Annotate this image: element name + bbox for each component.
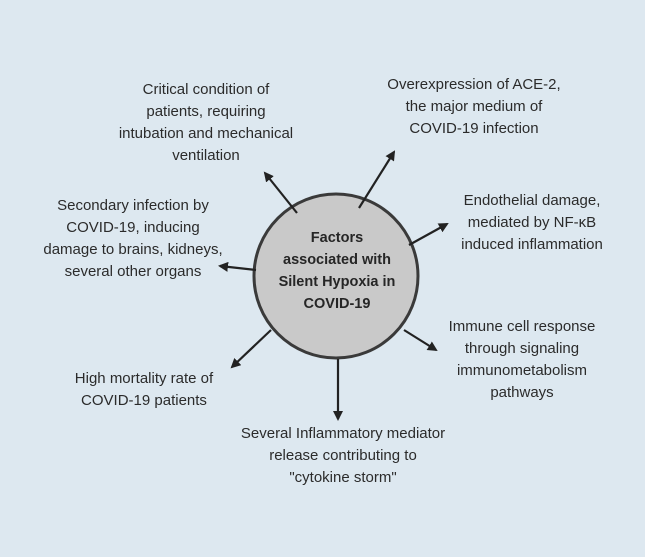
factor-line: release contributing to xyxy=(269,447,417,464)
factor-line: through signaling xyxy=(464,340,580,357)
factor-line: COVID-19 infection xyxy=(409,120,539,137)
factor-line: Critical condition of xyxy=(142,81,270,98)
factor-line: damage to brains, kidneys, xyxy=(43,241,223,258)
factor-line: pathways xyxy=(490,384,554,401)
arrow-critical-condition xyxy=(263,171,298,214)
factor-line: induced inflammation xyxy=(461,236,603,253)
central-title-line: COVID-19 xyxy=(303,296,371,312)
factor-line: COVID-19, inducing xyxy=(66,219,200,236)
factor-critical-condition: Critical condition of patients, requirin… xyxy=(100,79,312,167)
factor-line: Overexpression of ACE-2, xyxy=(387,76,561,93)
factor-high-mortality: High mortality rate of COVID-19 patients xyxy=(50,368,238,412)
arrow-ace2 xyxy=(358,150,396,209)
central-circle xyxy=(252,192,420,360)
factor-line: Immune cell response xyxy=(448,318,596,335)
factor-line: mediated by NF-κB xyxy=(467,214,597,231)
factor-ace2-overexpression: Overexpression of ACE-2, the major mediu… xyxy=(364,74,584,140)
arrow-immune-response xyxy=(403,329,438,352)
central-title-line: Silent Hypoxia in xyxy=(278,274,396,290)
factor-line: Secondary infection by xyxy=(57,197,209,214)
central-title-line: Factors xyxy=(310,230,364,246)
arrow-mortality xyxy=(230,329,272,369)
factor-line: intubation and mechanical xyxy=(118,125,294,142)
arrow-secondary-infection xyxy=(218,261,257,272)
central-title: Factors associated with Silent Hypoxia i… xyxy=(258,227,416,315)
factor-line: ventilation xyxy=(172,147,240,164)
factor-line: Several Inflammatory mediator xyxy=(240,425,446,442)
factor-endothelial-damage: Endothelial damage, mediated by NF-κB in… xyxy=(442,190,622,256)
factor-immune-cell-response: Immune cell response through signaling i… xyxy=(432,316,612,404)
factor-line: Endothelial damage, xyxy=(463,192,601,209)
central-title-line: associated with xyxy=(283,252,391,268)
factor-line: several other organs xyxy=(64,263,202,280)
factor-line: COVID-19 patients xyxy=(81,392,207,409)
factor-cytokine-storm: Several Inflammatory mediator release co… xyxy=(220,423,466,489)
factor-line: the major medium of xyxy=(405,98,543,115)
factor-line: High mortality rate of xyxy=(74,370,214,387)
factor-line: immunometabolism xyxy=(456,362,588,379)
factor-line: "cytokine storm" xyxy=(289,469,397,486)
arrow-endothelial xyxy=(408,223,449,246)
factor-secondary-infection: Secondary infection by COVID-19, inducin… xyxy=(33,195,233,283)
factor-line: patients, requiring xyxy=(146,103,266,120)
